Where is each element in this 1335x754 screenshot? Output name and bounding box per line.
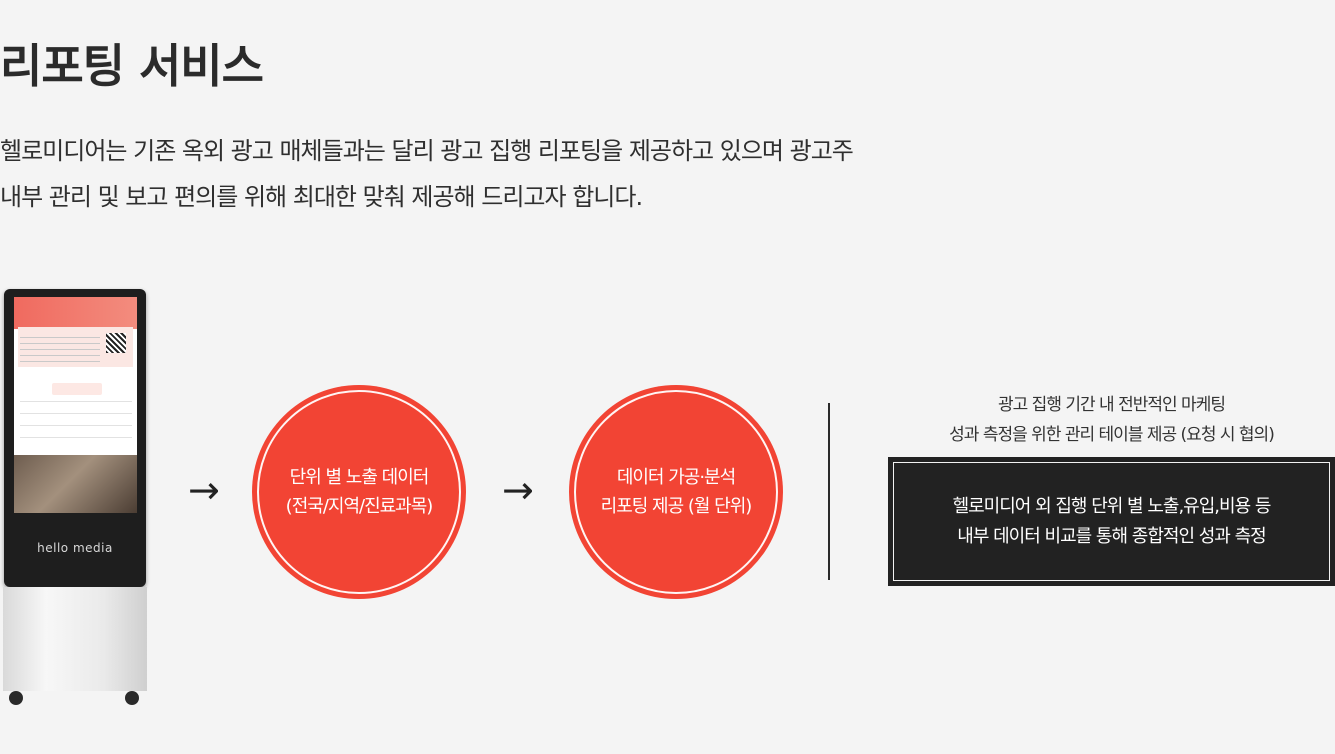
screen-badge (52, 383, 102, 395)
kiosk-wheel-right (125, 691, 139, 705)
step-2-line-1: 데이터 가공·분석 (616, 467, 736, 488)
kiosk-screen (14, 297, 137, 513)
kiosk-wheel-left (9, 691, 23, 705)
section-description: 헬로미디어는 기존 옥외 광고 매체들과는 달리 광고 집행 리포팅을 제공하고… (0, 128, 854, 220)
kiosk-logo: hello media (37, 541, 113, 555)
screen-header (14, 297, 137, 329)
description-line-2: 내부 관리 및 보고 편의를 위해 최대한 맞춰 제공해 드리고자 합니다. (0, 183, 643, 211)
step-1-line-2: (전국/지역/진료과목) (285, 496, 434, 517)
arrow-right-icon: → (188, 468, 220, 512)
report-caption-line-1: 광고 집행 기간 내 전반적인 마케팅 (998, 395, 1226, 415)
screen-table (20, 401, 132, 449)
report-box-line-2: 내부 데이터 비교를 통해 종합적인 성과 측정 (957, 525, 1266, 547)
step-circle-reporting: 데이터 가공·분석 리포팅 제공 (월 단위) (569, 385, 783, 599)
qr-code-icon (106, 333, 126, 353)
section-title: 리포팅 서비스 (0, 39, 264, 93)
divider-line (828, 403, 830, 580)
step-2-line-2: 리포팅 제공 (월 단위) (600, 496, 753, 517)
report-summary-box: 헬로미디어 외 집행 단위 별 노출,유입,비용 등 내부 데이터 비교를 통해… (888, 457, 1335, 586)
kiosk-body: hello media (4, 289, 146, 587)
kiosk-image: hello media (3, 289, 147, 711)
arrow-right-icon: → (502, 468, 534, 512)
step-circle-exposure-data: 단위 별 노출 데이터 (전국/지역/진료과목) (252, 385, 466, 599)
screen-text-lines (20, 337, 100, 363)
kiosk-stand (3, 587, 147, 691)
description-line-1: 헬로미디어는 기존 옥외 광고 매체들과는 달리 광고 집행 리포팅을 제공하고… (0, 137, 854, 165)
report-box-line-1: 헬로미디어 외 집행 단위 별 노출,유입,비용 등 (952, 495, 1272, 517)
report-caption: 광고 집행 기간 내 전반적인 마케팅 성과 측정을 위한 관리 테이블 제공 … (888, 390, 1335, 450)
report-summary-inner: 헬로미디어 외 집행 단위 별 노출,유입,비용 등 내부 데이터 비교를 통해… (893, 462, 1330, 581)
step-1-line-1: 단위 별 노출 데이터 (289, 467, 430, 488)
screen-photo (14, 455, 137, 513)
report-caption-line-2: 성과 측정을 위한 관리 테이블 제공 (요청 시 협의) (949, 425, 1275, 445)
